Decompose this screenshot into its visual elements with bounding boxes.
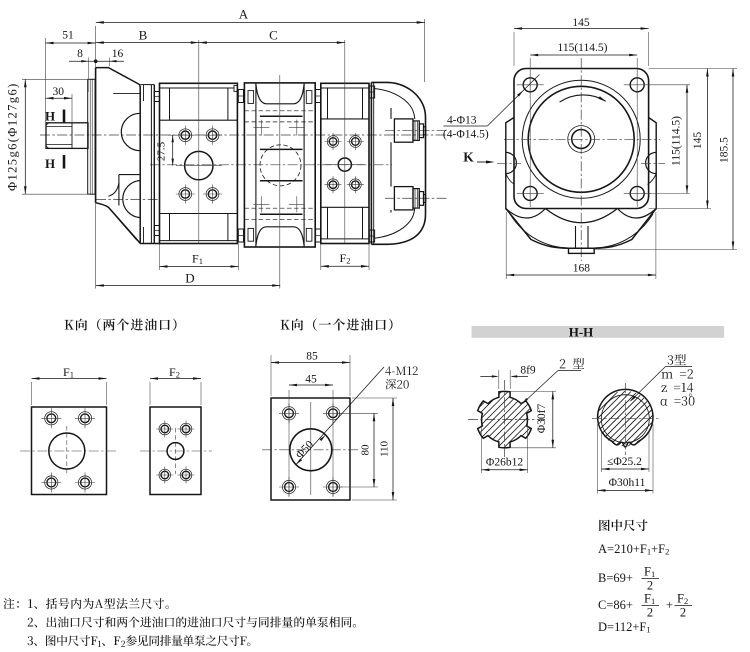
svg-text:85: 85 bbox=[306, 350, 318, 362]
svg-text:Φ30h11: Φ30h11 bbox=[609, 477, 646, 489]
svg-text:110: 110 bbox=[379, 440, 391, 457]
svg-text:F1: F1 bbox=[63, 365, 74, 380]
svg-text:8f9: 8f9 bbox=[520, 365, 536, 377]
svg-text:°: ° bbox=[689, 392, 693, 402]
svg-text:168: 168 bbox=[573, 263, 591, 275]
svg-text:H: H bbox=[45, 156, 55, 171]
svg-text:51: 51 bbox=[62, 30, 74, 42]
svg-text:F2: F2 bbox=[340, 251, 351, 266]
svg-text:F2: F2 bbox=[169, 365, 180, 380]
svg-text:C=86+: C=86+ bbox=[598, 598, 633, 612]
svg-text:145: 145 bbox=[692, 132, 704, 150]
svg-text:(4-Φ14.5): (4-Φ14.5) bbox=[443, 129, 489, 141]
svg-text:F1: F1 bbox=[192, 252, 203, 267]
svg-text:+: + bbox=[666, 598, 673, 612]
svg-text:Φ26b12: Φ26b12 bbox=[486, 456, 523, 468]
svg-text:115(114.5): 115(114.5) bbox=[671, 116, 683, 166]
svg-text:145: 145 bbox=[572, 17, 590, 29]
svg-text:D: D bbox=[185, 271, 194, 286]
svg-text:B=69+: B=69+ bbox=[598, 571, 633, 585]
svg-text:D=112+F1: D=112+F1 bbox=[598, 620, 651, 635]
svg-text:4-Φ13: 4-Φ13 bbox=[447, 115, 477, 127]
svg-text:2: 2 bbox=[647, 606, 653, 620]
svg-text:185.5: 185.5 bbox=[718, 137, 730, 163]
svg-text:115(114.5): 115(114.5) bbox=[558, 42, 608, 54]
svg-text:C: C bbox=[269, 27, 278, 42]
svg-text:H-H: H-H bbox=[569, 324, 594, 339]
svg-text:A: A bbox=[239, 6, 249, 21]
svg-text:F1: F1 bbox=[644, 565, 655, 580]
svg-text:2: 2 bbox=[647, 579, 653, 593]
svg-text:Φ125g6(Φ127g6): Φ125g6(Φ127g6) bbox=[6, 82, 20, 191]
svg-text:Φ30f7: Φ30f7 bbox=[536, 404, 548, 434]
svg-text:27.5: 27.5 bbox=[156, 141, 168, 161]
svg-text:B: B bbox=[139, 27, 148, 42]
svg-text:16: 16 bbox=[112, 48, 124, 60]
svg-text:F2: F2 bbox=[677, 592, 688, 607]
svg-text:30: 30 bbox=[53, 86, 65, 98]
svg-text:45: 45 bbox=[305, 373, 317, 385]
svg-text:80: 80 bbox=[360, 444, 372, 456]
svg-text:K: K bbox=[463, 150, 474, 165]
svg-text:8: 8 bbox=[77, 48, 83, 60]
svg-text:F1: F1 bbox=[644, 592, 655, 607]
svg-text:A=210+F1+F2: A=210+F1+F2 bbox=[598, 542, 669, 557]
svg-text:H: H bbox=[45, 109, 55, 124]
svg-text:2: 2 bbox=[680, 606, 686, 620]
svg-text:≤Φ25.2: ≤Φ25.2 bbox=[607, 456, 642, 468]
